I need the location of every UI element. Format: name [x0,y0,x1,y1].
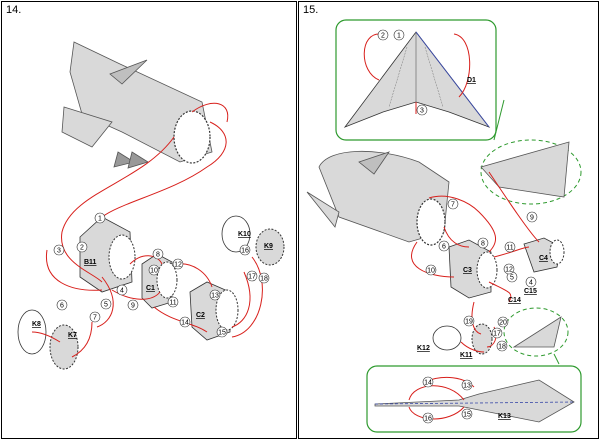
callout-9: 9 [530,215,534,222]
callout-3: 3 [57,248,61,255]
callout-20: 20 [499,320,507,327]
label-d1: D1 [467,77,476,84]
callout-16: 16 [241,248,249,255]
label-c14: C14 [508,297,521,304]
callout-19: 19 [465,319,473,326]
callout-5: 5 [510,275,514,282]
part-k13 [374,379,575,423]
callout-7: 7 [451,202,455,209]
callout-18: 18 [498,344,506,351]
label-b11: B11 [84,259,97,266]
step-14-diagram: B11 C1 C2 K10 K9 K8 K7 1 2 3 4 5 6 7 8 9… [17,41,285,370]
callout-2: 2 [381,33,385,40]
label-c1: C1 [146,285,155,292]
label-c15: C15 [524,288,537,295]
callout-9: 9 [131,303,135,310]
part-k12 [432,325,462,351]
label-k12: K12 [417,345,430,352]
callout-6: 6 [442,244,446,251]
callout-14: 14 [181,320,189,327]
callout-4: 4 [529,280,533,287]
label-k7: K7 [68,332,77,339]
detail-guide-lines [363,33,471,114]
part-c2 [189,281,239,341]
label-k13: K13 [498,413,511,420]
callout-14: 14 [424,380,432,387]
callout-17: 17 [493,331,501,338]
callout-10: 10 [150,268,158,275]
label-k11: K11 [460,352,473,359]
part-c4 [523,237,565,273]
callout-13: 13 [211,293,219,300]
callout-18: 18 [260,276,268,283]
callout-8: 8 [481,241,485,248]
callout-markers [53,212,270,338]
label-k10: K10 [238,231,251,238]
callout-1: 1 [98,216,102,223]
part-k10 [221,215,251,253]
callout-12: 12 [505,267,513,274]
detail-arrow-top [493,99,505,141]
callout-11: 11 [169,300,176,307]
callout-8: 8 [156,252,160,259]
callout-markers [377,29,538,424]
callout-1: 1 [397,33,401,40]
part-c3 [448,239,498,299]
label-c2: C2 [196,312,205,319]
callout-7: 7 [93,315,97,322]
callout-13: 13 [463,383,471,390]
detail-ellipse-lower [503,307,569,357]
callout-17: 17 [248,274,256,281]
detail-ellipse-wing [480,139,582,205]
nozzle-ring [173,110,211,164]
label-k9: K9 [264,243,273,250]
callout-6: 6 [60,303,64,310]
detail-arrow-lower [553,353,560,365]
part-k7 [49,324,79,370]
part-k9 [255,228,285,266]
label-k8: K8 [32,321,41,328]
callout-4: 4 [120,288,124,295]
guide-lines [31,102,263,358]
callout-3: 3 [420,108,424,115]
step-number: 15. [303,4,319,16]
nozzle-ring [416,198,446,246]
callout-16: 16 [424,416,432,423]
guide-lines [411,171,540,353]
callout-15: 15 [218,330,226,337]
callout-10: 10 [427,268,435,275]
label-c4: C4 [539,255,548,262]
step-15-diagram: D1 C3 C4 C14 C15 K12 K11 K13 1 2 3 4 5 6… [306,19,582,433]
step-14-panel: 14. [1,1,297,439]
callout-5: 5 [104,302,108,309]
label-c3: C3 [463,267,472,274]
part-b11 [79,216,136,293]
step-number: 14. [6,4,22,16]
wing-panel [480,141,570,198]
callout-15: 15 [463,412,471,419]
step-15-panel: 15. [298,1,599,439]
callout-12: 12 [174,262,182,269]
callout-2: 2 [80,245,84,252]
lower-fin [512,316,562,348]
callout-11: 11 [506,245,513,252]
